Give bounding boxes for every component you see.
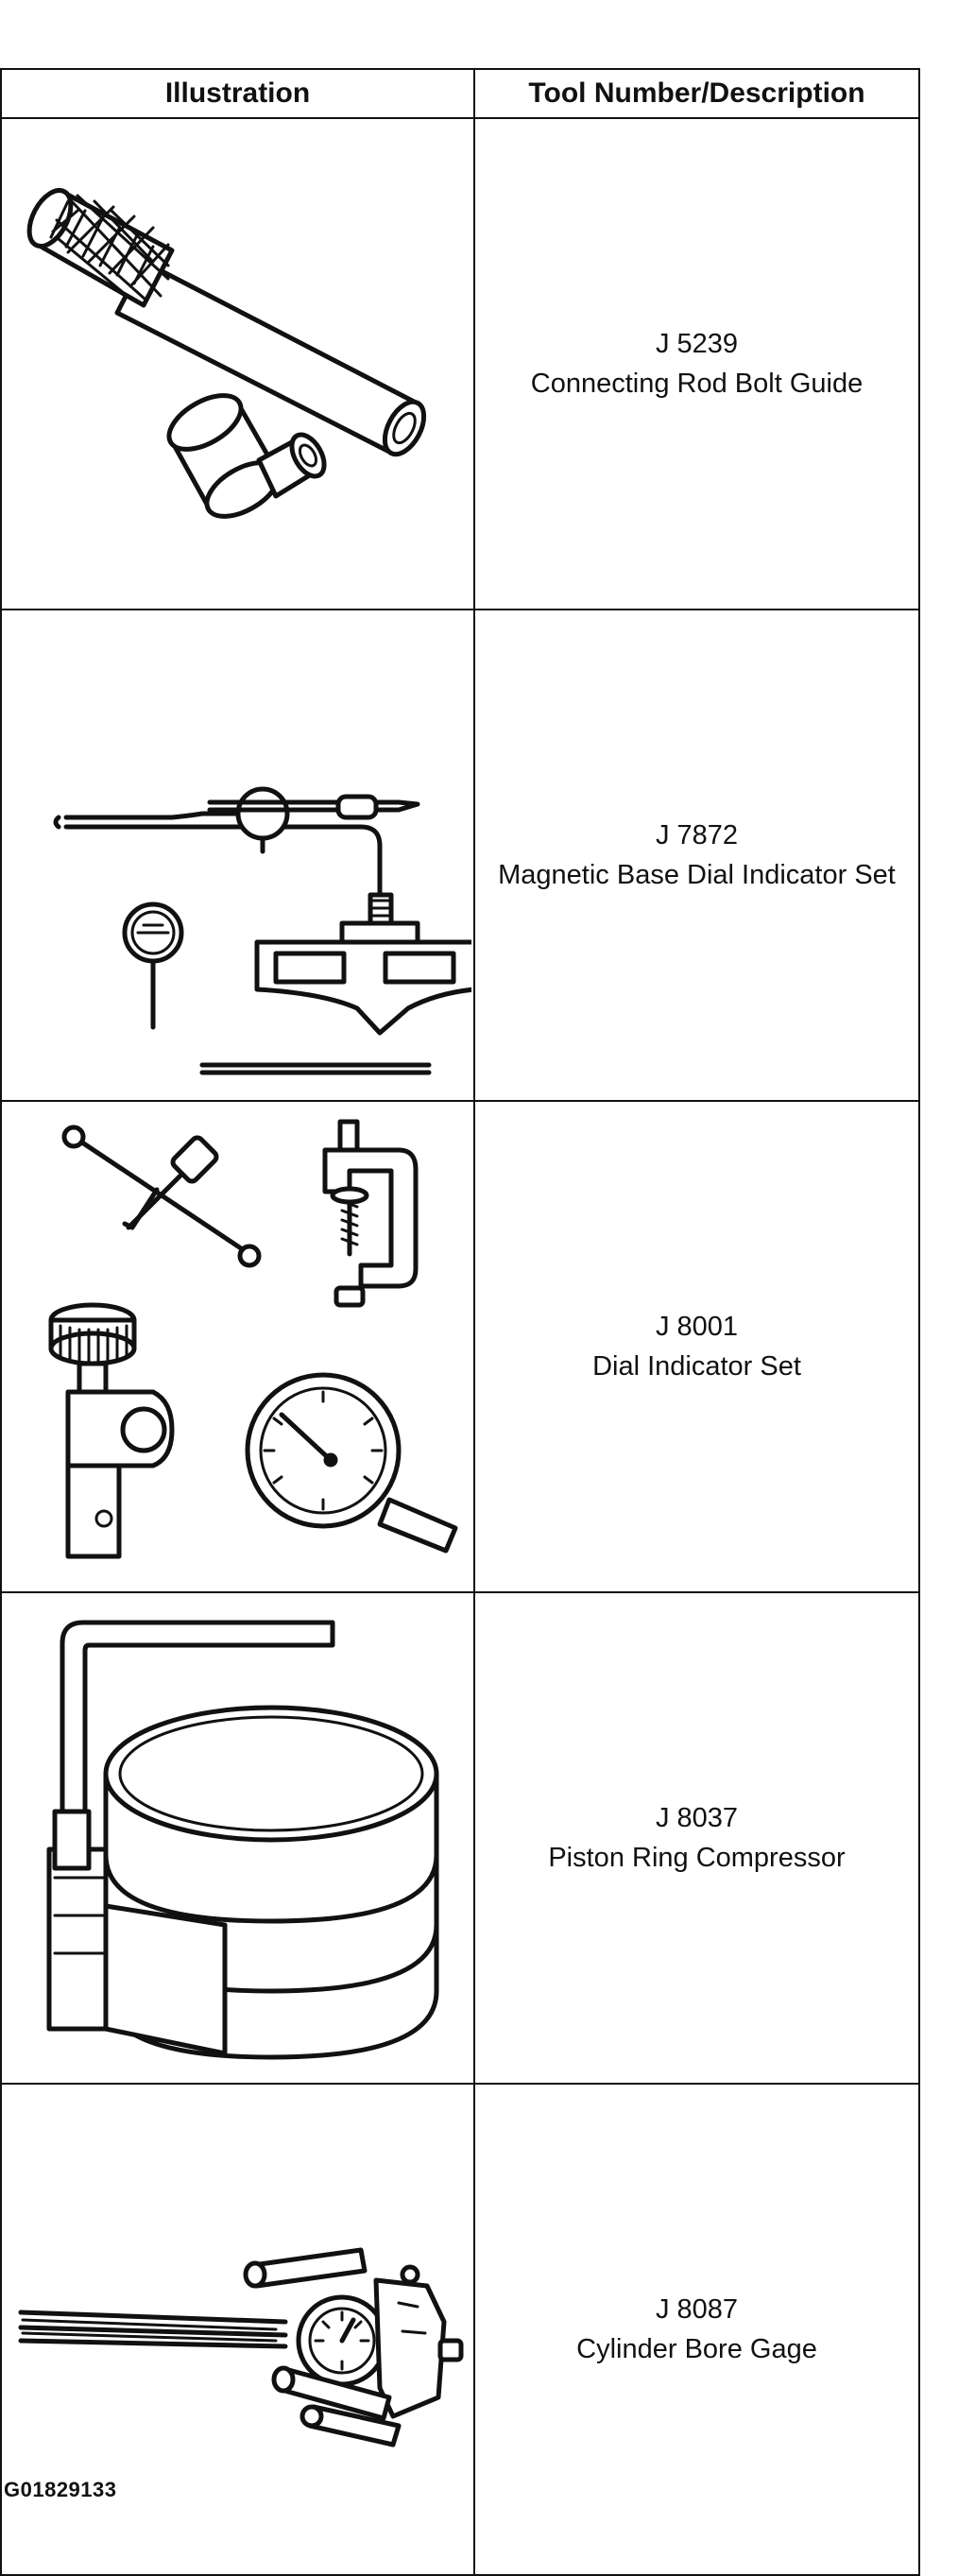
- cylinder-bore-gage-illustration: [18, 2247, 464, 2447]
- tool-description: Magnetic Base Dial Indicator Set: [498, 860, 896, 890]
- tool-description: Connecting Rod Bolt Guide: [530, 369, 864, 399]
- illustration-cell: [0, 2083, 475, 2576]
- illustration-cell: [0, 1100, 475, 1593]
- tool-description: Piston Ring Compressor: [548, 1843, 846, 1873]
- illustration-column-header: Illustration: [0, 68, 475, 119]
- illustration-cell: [0, 609, 475, 1102]
- tool-number: J 8087: [655, 2294, 739, 2325]
- tool-number: J 5239: [655, 329, 739, 359]
- description-cell: J 8087 Cylinder Bore Gage: [473, 2083, 920, 2576]
- tool-number: J 7872: [655, 820, 739, 850]
- tool-description: Cylinder Bore Gage: [576, 2334, 817, 2364]
- tool-column-header: Tool Number/Description: [473, 68, 920, 119]
- description-cell: J 7872 Magnetic Base Dial Indicator Set: [473, 609, 920, 1102]
- table-row: J 7872 Magnetic Base Dial Indicator Set: [0, 609, 920, 1102]
- table-row: J 5239 Connecting Rod Bolt Guide: [0, 117, 920, 610]
- figure-id: G01829133: [4, 2478, 117, 2501]
- description-cell: J 5239 Connecting Rod Bolt Guide: [473, 117, 920, 610]
- table-header-row: Illustration Tool Number/Description: [0, 68, 920, 119]
- illustration-cell: [0, 1591, 475, 2085]
- connecting-rod-bolt-guide-illustration: [26, 188, 427, 519]
- piston-ring-compressor-illustration: [46, 1620, 439, 2060]
- table-row: J 8087 Cylinder Bore Gage: [0, 2083, 920, 2576]
- magnetic-base-dial-indicator-illustration: [53, 786, 471, 1075]
- special-tools-table: Illustration Tool Number/Description: [0, 68, 920, 2576]
- dial-indicator-set-illustration: [48, 1119, 458, 1559]
- description-cell: J 8037 Piston Ring Compressor: [473, 1591, 920, 2085]
- tool-description: Dial Indicator Set: [592, 1351, 801, 1382]
- tool-number: J 8037: [655, 1803, 739, 1833]
- tool-number: J 8001: [655, 1312, 739, 1342]
- table-row: J 8037 Piston Ring Compressor: [0, 1591, 920, 2085]
- illustration-cell: [0, 117, 475, 610]
- table-row: J 8001 Dial Indicator Set: [0, 1100, 920, 1593]
- description-cell: J 8001 Dial Indicator Set: [473, 1100, 920, 1593]
